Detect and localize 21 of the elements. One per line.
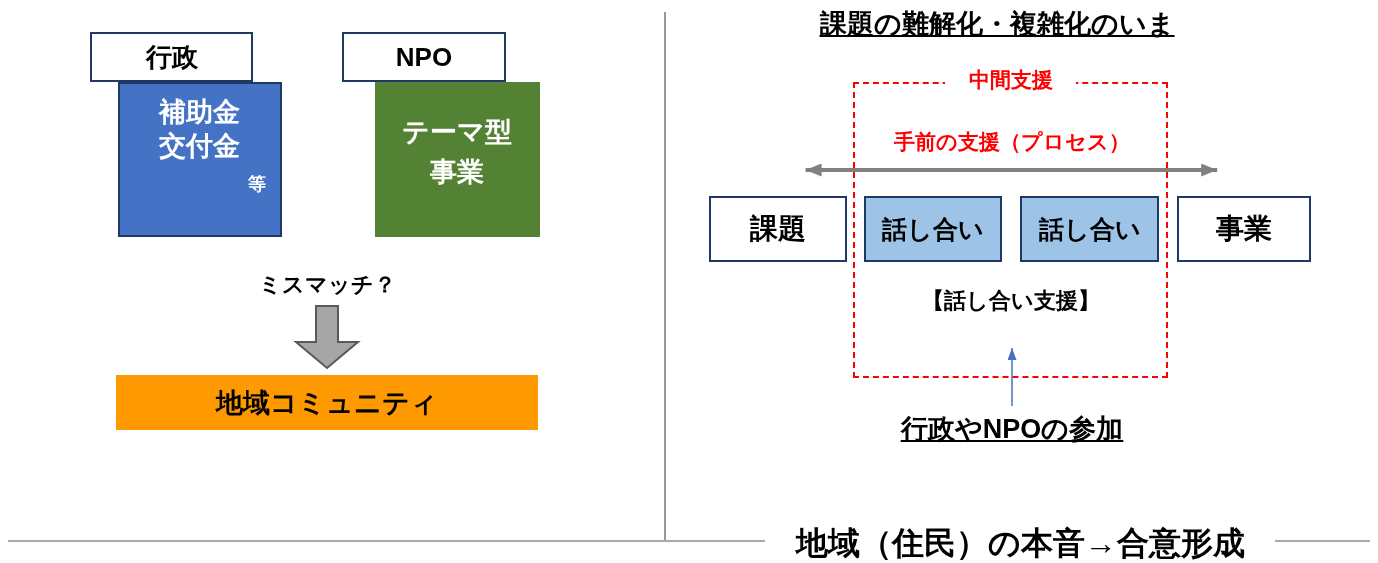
card-text: 補助金交付金 (157, 96, 242, 163)
process-box: 事業 (1177, 196, 1311, 262)
participation-text: 行政やNPOの参加 (872, 408, 1152, 450)
arrow (1007, 347, 1017, 407)
note-text: 等 (248, 173, 266, 196)
process-box: 話し合い (864, 196, 1002, 262)
card-text: テーマ型事業 (401, 116, 514, 189)
project-card (375, 82, 540, 237)
title: 課題の難解化・複雑化のいま (818, 8, 1176, 41)
frame-heading: 中間支援 (945, 66, 1076, 94)
edge-label: 手前の支援（プロセス） (893, 129, 1131, 155)
process-box: 話し合い (1020, 196, 1159, 262)
tab-label: NPO (342, 32, 506, 82)
question-text: ミスマッチ？ (227, 268, 427, 302)
funding-card (118, 82, 282, 237)
double-arrow (805, 163, 1218, 177)
tab-label: 行政 (90, 32, 253, 82)
community-bar: 地域コミュニティ (116, 375, 538, 430)
support-text: 【話し合い支援】 (920, 287, 1101, 315)
process-box: 課題 (709, 196, 847, 262)
block-arrow (293, 305, 361, 370)
